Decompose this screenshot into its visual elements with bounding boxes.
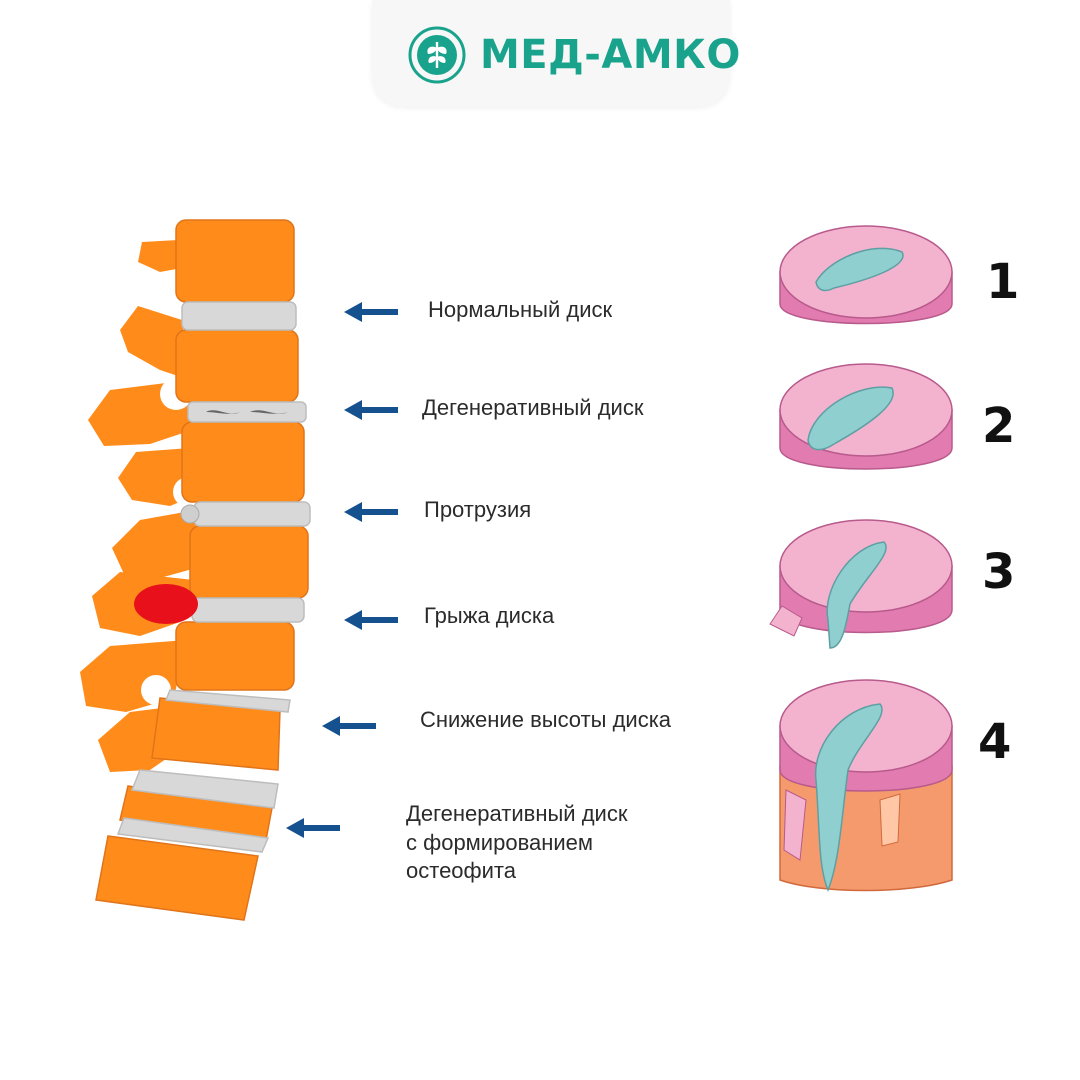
stage-number-1: 1 [986, 254, 1020, 310]
arrow-hernia [344, 610, 398, 630]
arrow-osteophyte [286, 818, 340, 838]
hernia-blob [134, 584, 198, 624]
brand-logo: МЕД-АМКО [408, 22, 740, 86]
brand-name: МЕД-АМКО [480, 32, 741, 78]
stage-number-2: 2 [982, 398, 1016, 454]
intervertebral-discs [116, 301, 311, 853]
stage-number-3: 3 [982, 544, 1016, 600]
label-protrusion: Протрузия [424, 497, 532, 522]
leaf-emblem-icon [408, 26, 466, 84]
disc-stage-2 [779, 363, 953, 470]
arrow-protrusion [344, 502, 398, 522]
pointer-arrows [286, 302, 398, 838]
arrow-normal-disc [344, 302, 398, 322]
label-normal-disc: Нормальный диск [428, 297, 613, 322]
disc-stage-4 [779, 679, 953, 892]
stage-number-4: 4 [978, 714, 1012, 770]
label-hernia: Грыжа диска [424, 603, 555, 628]
label-degenerative-disc: Дегенеративный диск [422, 395, 644, 420]
disc-stage-1 [779, 225, 953, 325]
arrow-height-loss [322, 716, 376, 736]
label-osteophyte: Дегенеративный диск с формированием осте… [406, 801, 628, 884]
disc-stages [769, 225, 953, 892]
disc-stage-3 [769, 519, 953, 649]
vertebral-bodies [95, 219, 309, 921]
spine-illustration [80, 219, 311, 921]
label-height-loss: Снижение высоты диска [420, 707, 672, 732]
degeneration-cracks [206, 410, 288, 414]
protrusion-bulge [180, 504, 200, 524]
arrow-degenerative-disc [344, 400, 398, 420]
